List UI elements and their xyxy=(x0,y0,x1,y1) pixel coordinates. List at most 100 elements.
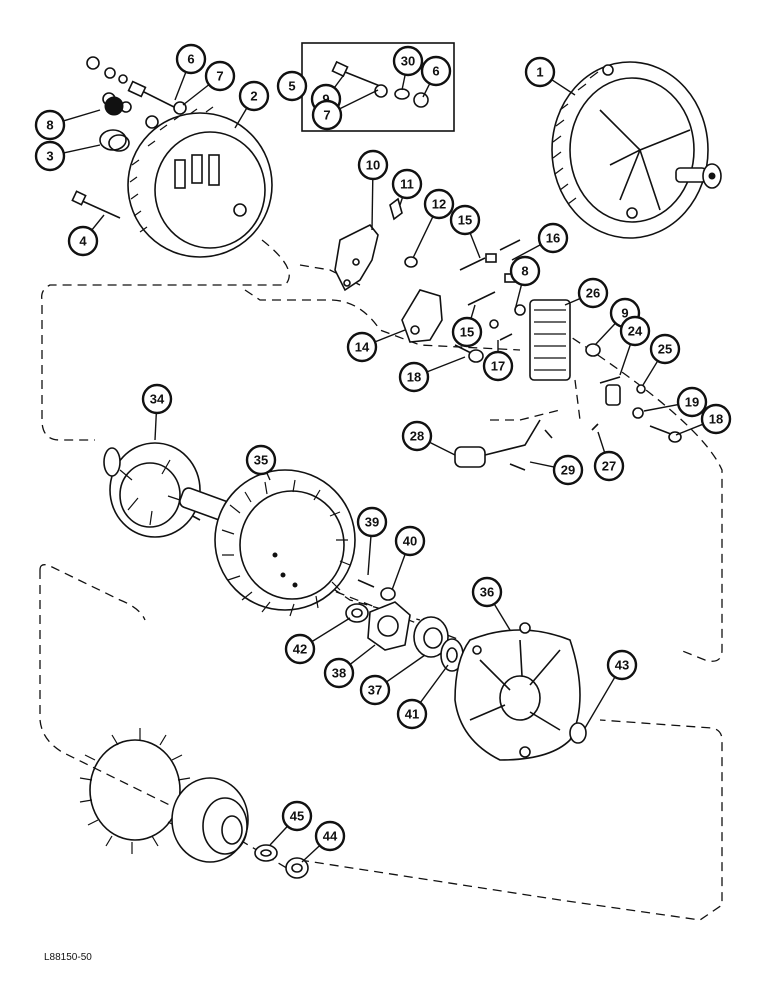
callout-leader-29 xyxy=(529,461,555,468)
callout-number-26: 26 xyxy=(586,286,600,301)
callout-leader-40 xyxy=(391,553,406,591)
callout-leader-30 xyxy=(401,74,406,91)
callout-circle-15 xyxy=(449,204,481,236)
callout-circle-8 xyxy=(34,109,66,141)
callout-number-10: 10 xyxy=(366,158,380,173)
callout-number-39: 39 xyxy=(365,515,379,530)
bearing-parts xyxy=(345,579,464,672)
callout-leader-1 xyxy=(551,79,576,96)
callout-number-15: 15 xyxy=(458,213,472,228)
callout-circle-5 xyxy=(276,70,308,102)
callout-leader-4 xyxy=(91,214,105,231)
callout-leader-19 xyxy=(643,403,679,412)
drive-end-frame xyxy=(454,622,587,761)
callout-circle-11 xyxy=(391,168,423,200)
callout-number-29: 29 xyxy=(561,463,575,478)
callout-leader-10 xyxy=(371,178,374,231)
callout-number-37: 37 xyxy=(368,683,382,698)
callout-leader-25 xyxy=(642,360,659,386)
callout-leader-18 xyxy=(675,423,704,436)
callout-number-7: 7 xyxy=(323,108,330,123)
callout-number-15: 15 xyxy=(460,325,474,340)
callout-circle-35 xyxy=(245,444,277,476)
callout-number-34: 34 xyxy=(150,392,165,407)
callout-number-28: 28 xyxy=(410,429,424,444)
end-frame-hardware xyxy=(71,56,187,219)
callout-circle-27 xyxy=(593,450,625,482)
callout-leader-14 xyxy=(374,329,406,343)
callout-number-40: 40 xyxy=(403,534,417,549)
callout-circle-8 xyxy=(509,255,541,287)
callout-leader-16 xyxy=(511,244,541,261)
callout-circle-28 xyxy=(401,420,433,452)
callout-circle-43 xyxy=(606,649,638,681)
callout-leader-7 xyxy=(339,89,379,110)
callout-number-27: 27 xyxy=(602,459,616,474)
callout-leader-9 xyxy=(333,75,344,89)
callout-leader-8 xyxy=(63,109,101,122)
callout-number-45: 45 xyxy=(290,809,304,824)
callout-number-11: 11 xyxy=(400,177,414,192)
callout-leader-18 xyxy=(426,356,466,373)
callout-leader-42 xyxy=(311,617,351,643)
callout-circle-25 xyxy=(649,333,681,365)
callout-number-18: 18 xyxy=(709,412,723,427)
callout-number-24: 24 xyxy=(628,324,643,339)
callout-circle-45 xyxy=(281,800,313,832)
callout-number-1: 1 xyxy=(536,65,543,80)
callout-circle-39 xyxy=(356,506,388,538)
callout-leader-43 xyxy=(584,676,616,729)
callout-number-6: 6 xyxy=(187,52,194,67)
callout-leader-41 xyxy=(419,664,449,704)
callout-leader-37 xyxy=(386,654,426,683)
callout-leader-12 xyxy=(412,216,434,259)
callout-number-30: 30 xyxy=(401,54,415,69)
callout-number-7: 7 xyxy=(216,69,223,84)
callout-number-8: 8 xyxy=(521,264,528,279)
callout-number-9: 9 xyxy=(322,92,329,107)
callout-number-5: 5 xyxy=(288,79,295,94)
callout-circle-34 xyxy=(141,383,173,415)
callout-circle-40 xyxy=(394,525,426,557)
callout-circle-24 xyxy=(619,315,651,347)
callout-leader-8 xyxy=(514,284,523,311)
fan-and-pulley xyxy=(79,728,309,879)
callout-number-35: 35 xyxy=(254,453,268,468)
callout-circle-18 xyxy=(398,361,430,393)
slip-ring-end-frame xyxy=(127,106,273,258)
regulator-parts xyxy=(334,197,682,471)
callout-leader-36 xyxy=(493,603,511,631)
callout-circle-1 xyxy=(524,56,556,88)
callout-leader-3 xyxy=(63,144,101,154)
callout-circle-6 xyxy=(175,43,207,75)
callout-leader-7 xyxy=(182,84,210,106)
alternator-assembly xyxy=(551,61,722,239)
callout-number-18: 18 xyxy=(407,370,421,385)
callout-number-16: 16 xyxy=(546,231,560,246)
callout-circle-14 xyxy=(346,331,378,363)
callout-circle-38 xyxy=(323,657,355,689)
callout-number-25: 25 xyxy=(658,342,672,357)
callout-leader-38 xyxy=(349,644,376,665)
callout-circle-3 xyxy=(34,140,66,172)
callout-number-19: 19 xyxy=(685,395,699,410)
callout-circle-37 xyxy=(359,674,391,706)
assembly-guide-lines xyxy=(39,239,723,921)
callout-number-3: 3 xyxy=(46,149,53,164)
callout-leader-9 xyxy=(594,322,616,346)
callout-circle-44 xyxy=(314,820,346,852)
callout-circle-7 xyxy=(204,60,236,92)
callout-number-12: 12 xyxy=(432,197,446,212)
kit-box xyxy=(301,42,455,132)
callout-number-38: 38 xyxy=(332,666,346,681)
callout-leader-27 xyxy=(597,431,606,453)
callout-leader-35 xyxy=(266,472,271,481)
callout-circle-19 xyxy=(676,386,708,418)
callout-number-42: 42 xyxy=(293,642,307,657)
callout-circle-17 xyxy=(482,350,514,382)
callout-leader-6 xyxy=(174,71,187,101)
callout-number-6: 6 xyxy=(432,64,439,79)
callout-leader-26 xyxy=(564,297,581,306)
callout-circle-7 xyxy=(311,99,343,131)
